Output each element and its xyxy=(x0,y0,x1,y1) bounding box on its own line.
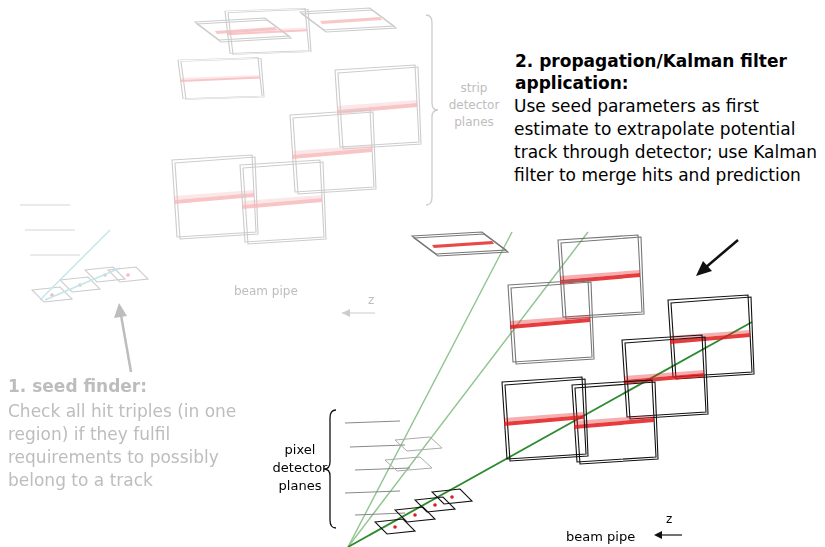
beam-pipe-label: beam pipe xyxy=(566,529,656,544)
axis-label: z xyxy=(666,512,680,527)
region-label: pixel detector planes xyxy=(270,441,330,495)
step-heading: 2. propagation/Kalman filter application… xyxy=(515,50,820,94)
region-label: strip detector planes xyxy=(448,80,500,131)
step-description: Check all hit triples (in one region) if… xyxy=(8,400,266,492)
step-description: Use seed parameters as first estimate to… xyxy=(514,95,822,187)
step-heading: 1. seed finder: xyxy=(8,375,268,397)
axis-label: z xyxy=(368,293,382,308)
beam-pipe-label: beam pipe xyxy=(234,284,324,299)
